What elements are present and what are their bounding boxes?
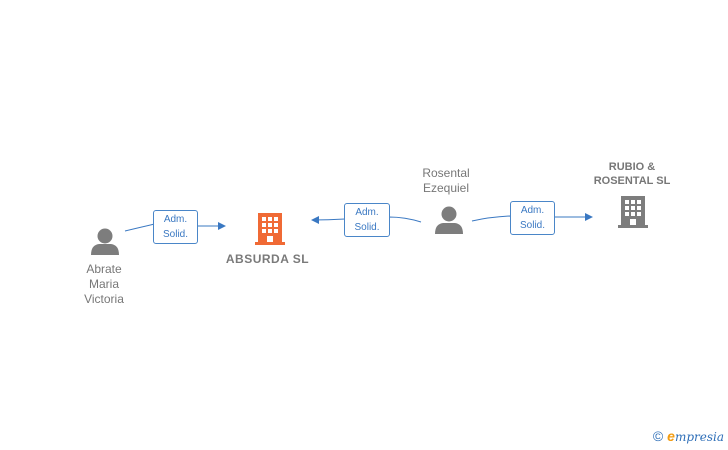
person-icon xyxy=(91,228,119,255)
empresia-logo[interactable]: © empresia xyxy=(653,428,724,444)
building-icon xyxy=(255,213,285,245)
person-icon xyxy=(435,206,463,234)
node-label-absurda[interactable]: ABSURDA SL xyxy=(225,252,310,266)
edge-label-rosental-rubio: Adm. Solid. xyxy=(510,201,555,235)
edge-label-abrate-absurda: Adm. Solid. xyxy=(153,210,198,244)
copyright-symbol: © xyxy=(652,428,664,444)
edge-label-rosental-absurda: Adm. Solid. xyxy=(344,203,390,237)
building-icon xyxy=(618,196,648,228)
node-label-rubio[interactable]: RUBIO & ROSENTAL SL xyxy=(593,161,671,187)
brand-wordmark: empresia xyxy=(667,428,724,444)
node-label-rosental[interactable]: Rosental Ezequiel xyxy=(422,166,470,195)
node-label-abrate[interactable]: Abrate Maria Victoria xyxy=(84,262,124,306)
